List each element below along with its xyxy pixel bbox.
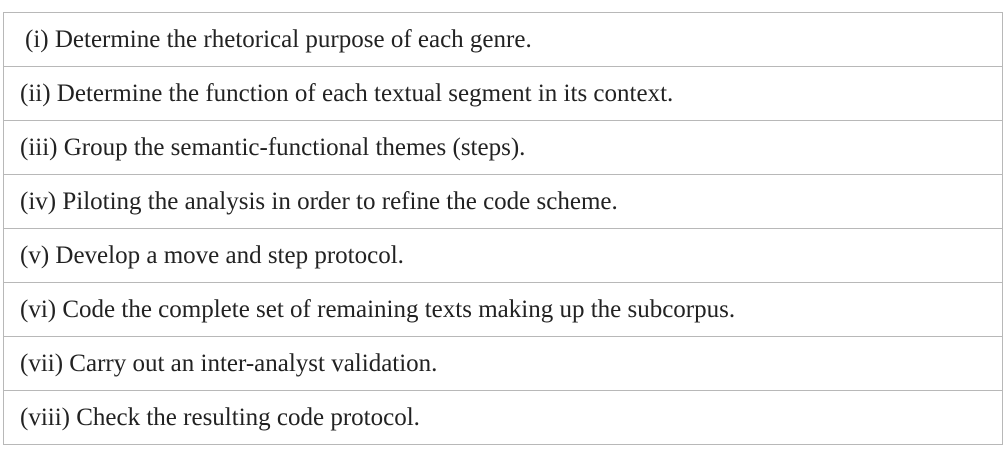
- table-row: (iv) Piloting the analysis in order to r…: [3, 174, 1003, 229]
- step-cell: (v) Develop a move and step protocol.: [3, 228, 1003, 283]
- table-row: (iii) Group the semantic-functional them…: [3, 120, 1003, 175]
- step-cell: (ii) Determine the function of each text…: [3, 66, 1003, 121]
- step-cell: (i) Determine the rhetorical purpose of …: [3, 12, 1003, 67]
- table-row: (ii) Determine the function of each text…: [3, 66, 1003, 121]
- step-cell: (vi) Code the complete set of remaining …: [3, 282, 1003, 337]
- step-cell: (vii) Carry out an inter-analyst validat…: [3, 336, 1003, 391]
- step-cell: (iv) Piloting the analysis in order to r…: [3, 174, 1003, 229]
- table-row: (v) Develop a move and step protocol.: [3, 228, 1003, 283]
- procedure-steps-table: (i) Determine the rhetorical purpose of …: [3, 12, 1003, 445]
- table-row: (viii) Check the resulting code protocol…: [3, 390, 1003, 445]
- step-cell: (viii) Check the resulting code protocol…: [3, 390, 1003, 445]
- step-cell: (iii) Group the semantic-functional them…: [3, 120, 1003, 175]
- table-row: (vi) Code the complete set of remaining …: [3, 282, 1003, 337]
- table-row: (vii) Carry out an inter-analyst validat…: [3, 336, 1003, 391]
- table-row: (i) Determine the rhetorical purpose of …: [3, 12, 1003, 67]
